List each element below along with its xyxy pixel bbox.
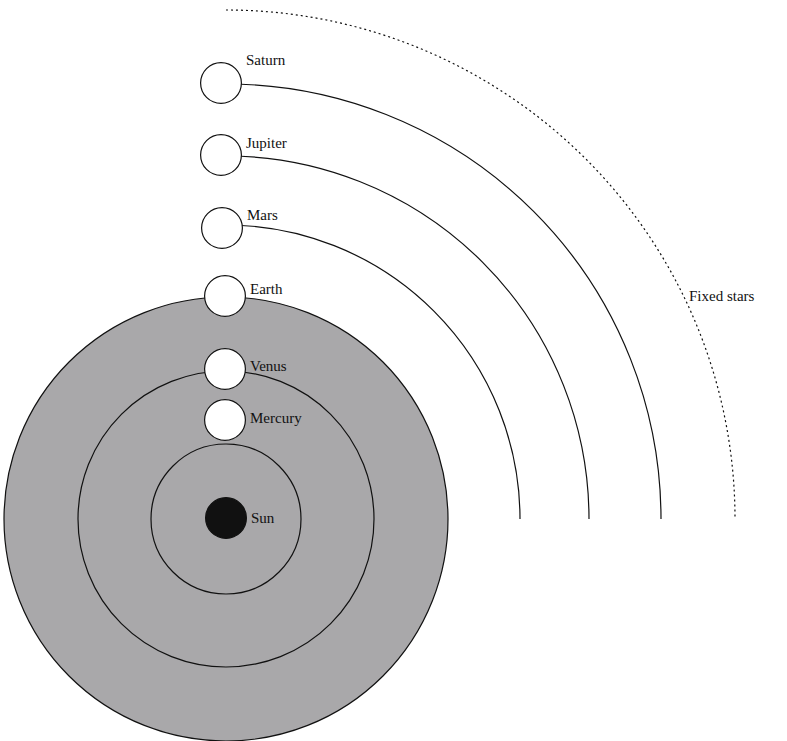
planet-circle: Mercury: [204, 399, 246, 441]
planet-circle: Mars: [201, 207, 243, 249]
sphere-label: Fixed stars: [689, 287, 754, 305]
circle-shape: [205, 400, 246, 441]
circle-outline: [204, 275, 246, 317]
circle-shape: [201, 63, 242, 104]
body-label: Sun: [251, 509, 274, 527]
planet-circle: Jupiter: [200, 134, 242, 176]
body-label: Jupiter: [246, 134, 287, 152]
circle-outline: [200, 134, 242, 176]
circle-shape: [205, 349, 246, 390]
circle-outline: [204, 348, 246, 390]
venus-orbit: [78, 371, 374, 667]
body-label: Venus: [250, 357, 287, 375]
body-label: Saturn: [246, 51, 285, 69]
planet-circle: Earth: [204, 275, 246, 317]
mercury-orbit: [151, 444, 301, 594]
planet-circle: Venus: [204, 348, 246, 390]
jupiter-orbit: [226, 156, 589, 519]
body-label: Earth: [250, 280, 282, 298]
circle-shape: [206, 498, 247, 539]
circle-outline: [200, 62, 242, 104]
body-label: Mercury: [250, 409, 302, 427]
circle-shape: [201, 135, 242, 176]
mars-orbit: [226, 225, 520, 519]
body-label: Mars: [247, 206, 278, 224]
circle-outline: [204, 399, 246, 441]
circle-outline: [205, 497, 247, 539]
circle-shape: [202, 208, 243, 249]
circle-shape: [205, 276, 246, 317]
saturn-orbit: [226, 84, 661, 519]
sun-circle: Sun: [205, 497, 247, 539]
planet-circle: Saturn: [200, 62, 242, 104]
earth-orbit-disk: [4, 297, 448, 741]
fixed-stars-sphere: [226, 10, 735, 519]
circle-outline: [201, 207, 243, 249]
